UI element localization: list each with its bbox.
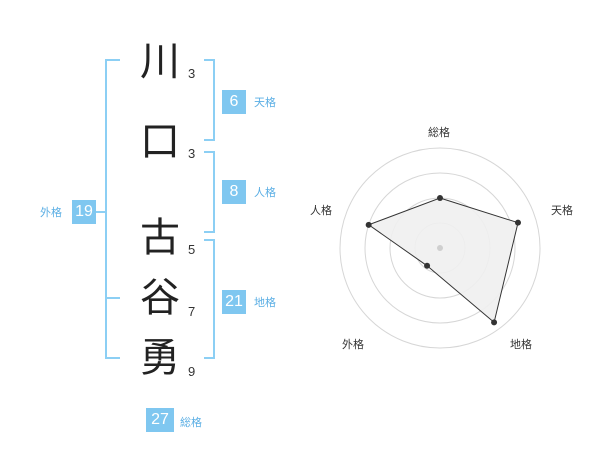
radar-label-gaikaku: 外格 xyxy=(342,338,364,351)
gaikaku-label: 外格 xyxy=(40,206,62,219)
jinkaku-label: 人格 xyxy=(254,186,276,199)
stroke-count-4: 7 xyxy=(188,304,196,319)
radar-point-0 xyxy=(437,195,443,201)
chikaku-label: 地格 xyxy=(254,296,276,309)
radar-label-chikaku: 地格 xyxy=(510,338,532,351)
name-char-5: 勇 xyxy=(140,335,180,381)
name-char-1: 川 xyxy=(140,39,180,85)
jinkaku-value-box: 8 xyxy=(222,180,246,204)
radar-center-dot xyxy=(437,245,443,251)
jinkaku-bracket xyxy=(204,151,215,233)
stroke-count-2: 3 xyxy=(188,146,196,161)
stroke-count-1: 3 xyxy=(188,66,196,81)
stroke-count-3: 5 xyxy=(188,242,196,257)
radar-point-4 xyxy=(365,221,372,228)
gaikaku-bracket xyxy=(105,59,120,359)
stroke-count-5: 9 xyxy=(188,364,196,379)
radar-label-jinkaku: 人格 xyxy=(310,204,332,217)
name-char-3: 古 xyxy=(140,215,180,261)
tenkaku-label: 天格 xyxy=(254,96,276,109)
radar-ring-4 xyxy=(339,147,541,349)
radar-point-1 xyxy=(514,219,521,226)
chikaku-bracket xyxy=(204,239,215,359)
name-char-2: 口 xyxy=(140,119,180,165)
radar-area xyxy=(367,197,519,324)
radar-chart xyxy=(339,147,541,349)
soukaku-value-box: 27 xyxy=(146,408,174,432)
chikaku-value-box: 21 xyxy=(222,290,246,314)
radar-point-3 xyxy=(424,262,431,269)
radar-point-2 xyxy=(491,319,498,326)
tenkaku-bracket xyxy=(204,59,215,141)
name-char-4: 谷 xyxy=(140,275,180,321)
radar-points xyxy=(365,195,521,326)
tenkaku-value-box: 6 xyxy=(222,90,246,114)
gaikaku-value-box: 19 xyxy=(72,200,96,224)
radar-label-soukaku: 総格 xyxy=(428,126,450,139)
soukaku-label: 総格 xyxy=(180,416,202,429)
radar-ring-3 xyxy=(364,172,516,324)
radar-label-tenkaku: 天格 xyxy=(551,204,573,217)
